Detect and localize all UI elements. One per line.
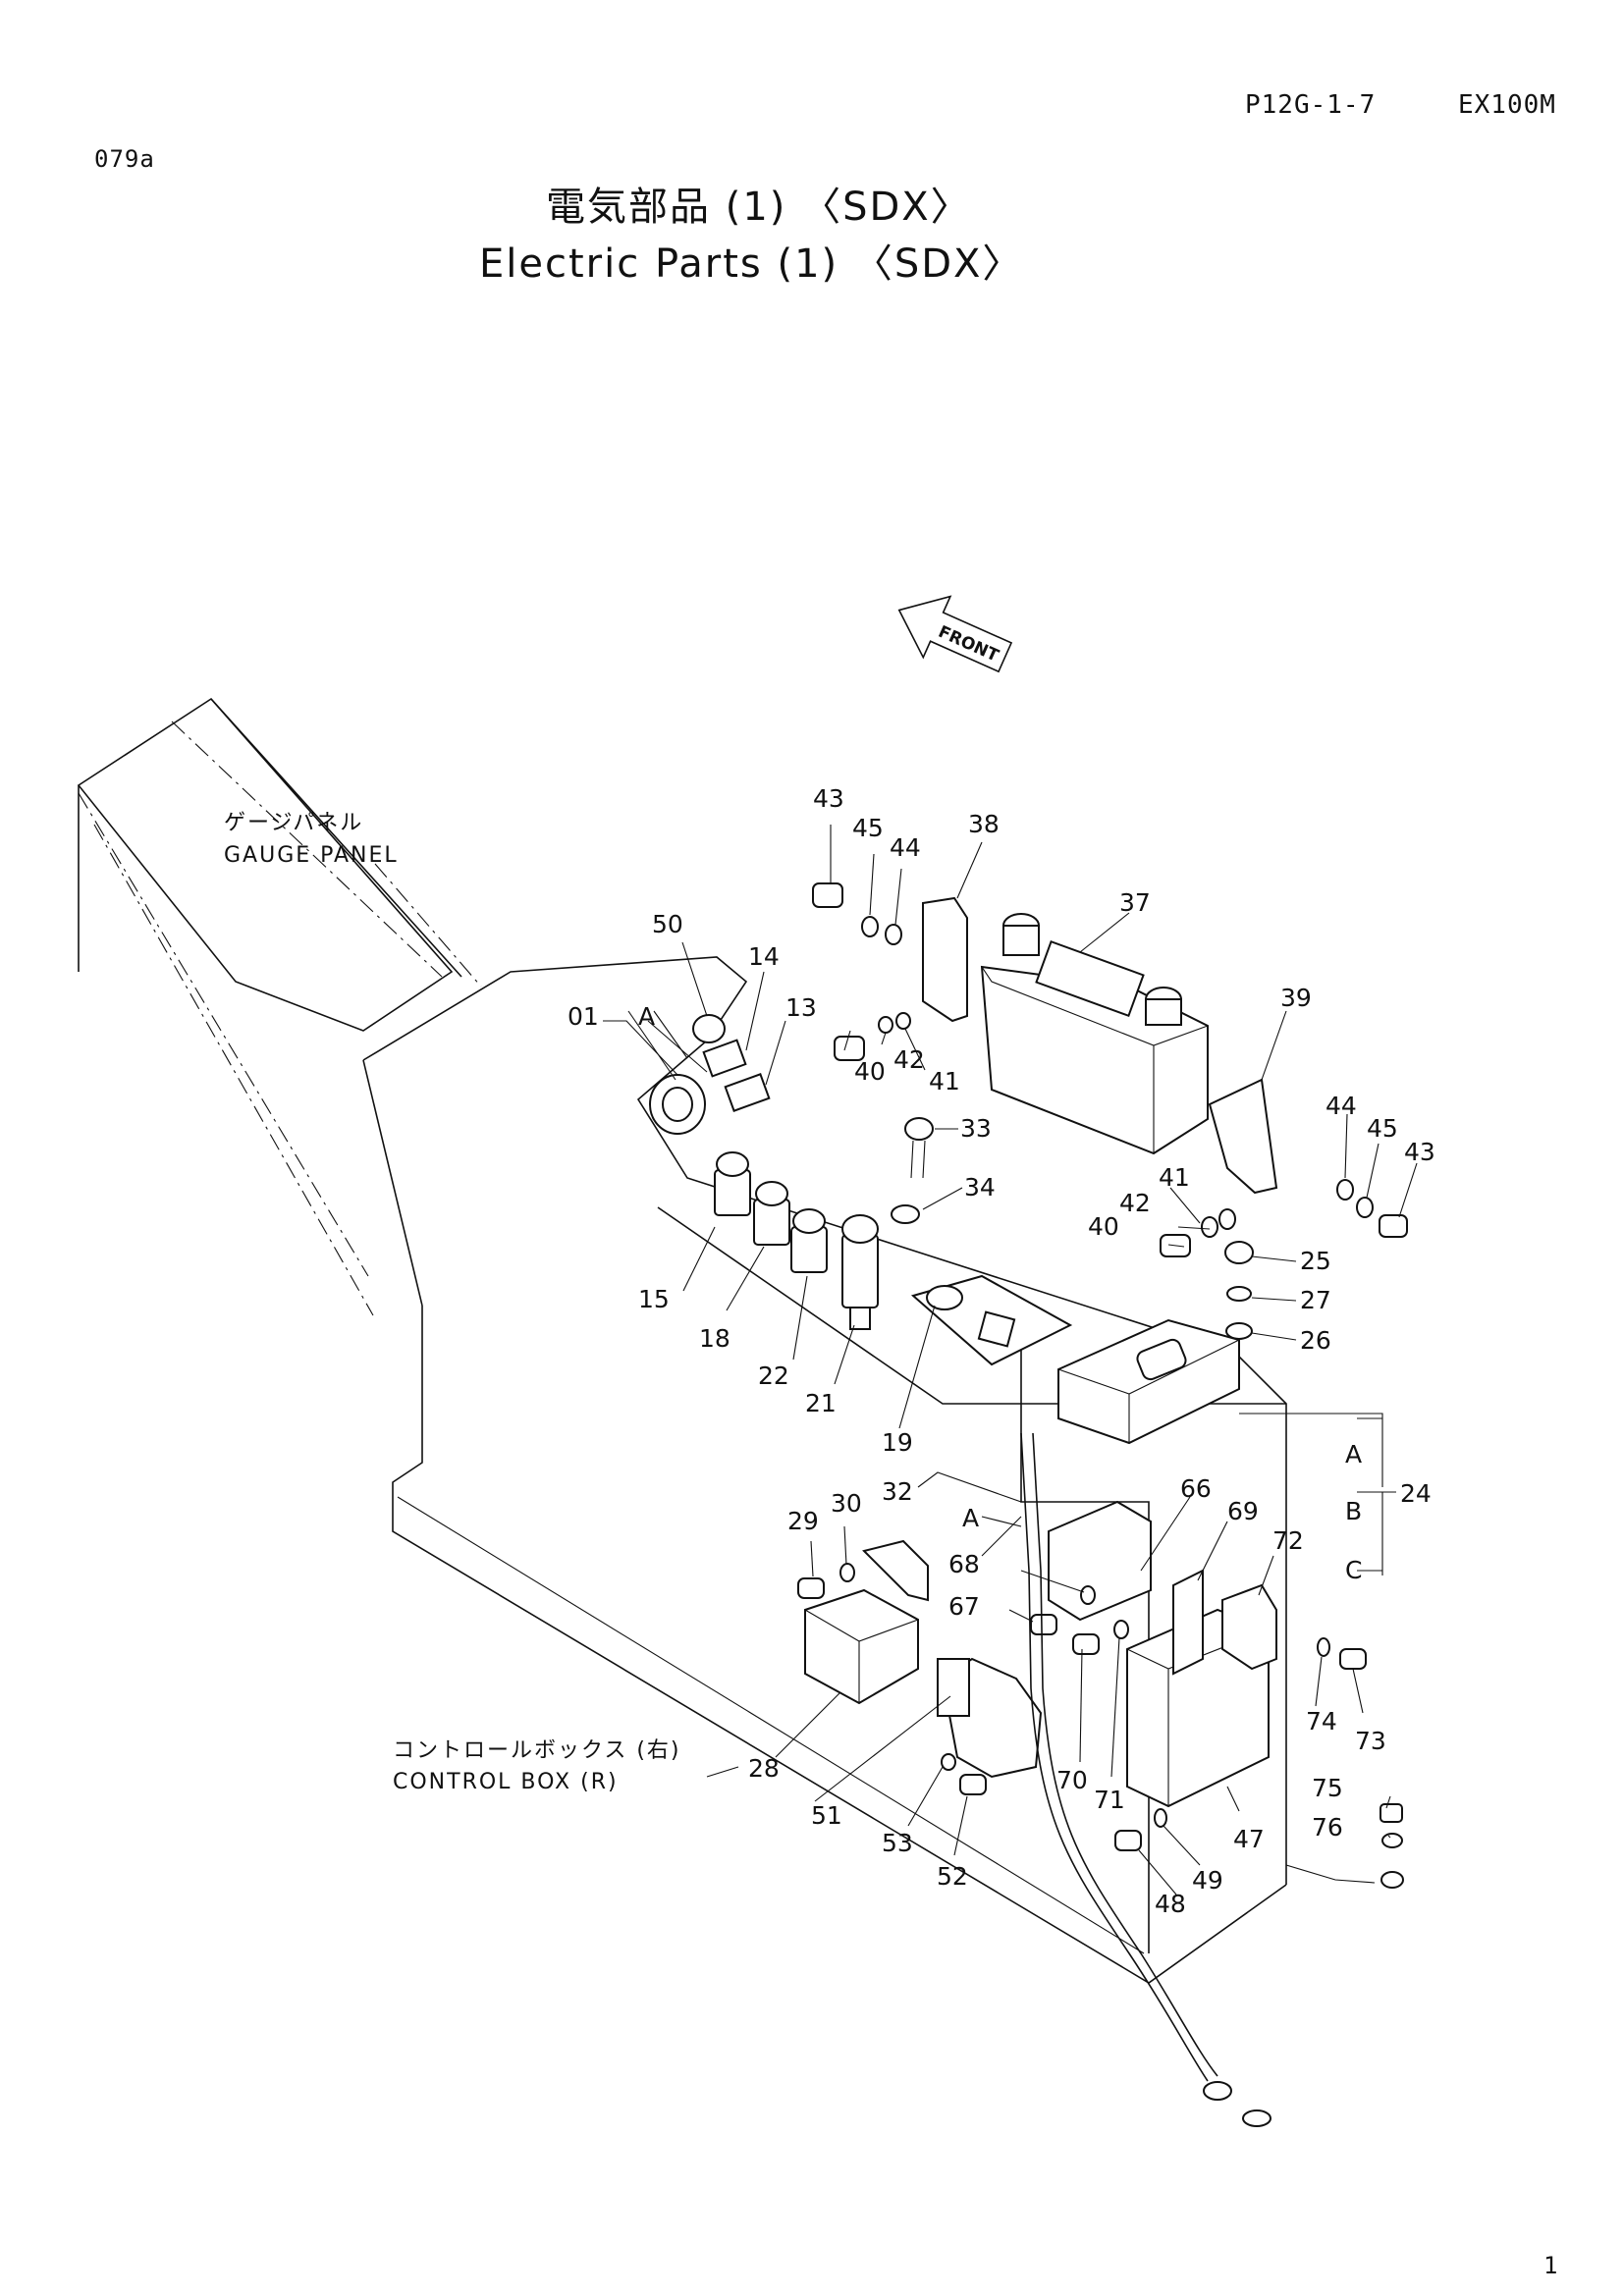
callout-29: 29 bbox=[787, 1507, 819, 1535]
relay-51 bbox=[937, 1657, 1043, 1779]
callout-40a: 40 bbox=[854, 1057, 886, 1086]
callout-74: 74 bbox=[1306, 1707, 1337, 1735]
bracket-38 bbox=[922, 896, 968, 1023]
screw-33 bbox=[891, 1117, 934, 1224]
callout-18: 18 bbox=[699, 1324, 730, 1353]
callout-76: 76 bbox=[1312, 1813, 1343, 1842]
callout-26: 26 bbox=[1300, 1326, 1331, 1355]
callout-68: 68 bbox=[948, 1550, 980, 1578]
callout-71: 71 bbox=[1094, 1786, 1125, 1814]
callout-A1: A bbox=[638, 1002, 655, 1031]
callout-73: 73 bbox=[1355, 1727, 1386, 1755]
gauge-panel-label-en: GAUGE PANEL bbox=[224, 843, 399, 868]
callout-13: 13 bbox=[785, 993, 817, 1022]
callout-45b: 45 bbox=[1367, 1114, 1398, 1143]
callout-41a: 41 bbox=[929, 1067, 960, 1095]
callout-70: 70 bbox=[1056, 1766, 1088, 1794]
callout-19: 19 bbox=[882, 1428, 913, 1457]
mounting-plate bbox=[910, 1274, 1073, 1366]
callout-39: 39 bbox=[1280, 984, 1312, 1012]
callout-37: 37 bbox=[1119, 888, 1151, 917]
callout-A3: A bbox=[1345, 1440, 1362, 1468]
callout-C: C bbox=[1345, 1556, 1362, 1584]
relay-69 bbox=[1172, 1569, 1204, 1676]
callout-32: 32 bbox=[882, 1477, 913, 1506]
bracket-72 bbox=[1221, 1583, 1277, 1671]
callout-30: 30 bbox=[831, 1489, 862, 1518]
callout-24: 24 bbox=[1400, 1479, 1432, 1508]
callout-45a: 45 bbox=[852, 814, 884, 842]
callout-28: 28 bbox=[748, 1754, 780, 1783]
callout-01: 01 bbox=[568, 1002, 599, 1031]
callout-40b: 40 bbox=[1088, 1212, 1119, 1241]
callout-69: 69 bbox=[1227, 1497, 1259, 1525]
callout-66: 66 bbox=[1180, 1474, 1212, 1503]
callout-52: 52 bbox=[937, 1862, 968, 1891]
callout-42a: 42 bbox=[893, 1045, 925, 1074]
callout-44a: 44 bbox=[890, 833, 921, 862]
relay-28 bbox=[804, 1539, 929, 1705]
callout-43a: 43 bbox=[813, 784, 844, 813]
gauge-panel-label-jp: ゲージパネル bbox=[224, 811, 363, 835]
callout-67: 67 bbox=[948, 1592, 980, 1621]
callout-75: 75 bbox=[1312, 1774, 1343, 1802]
callout-14: 14 bbox=[748, 942, 780, 971]
callout-50: 50 bbox=[652, 910, 683, 938]
callout-72: 72 bbox=[1272, 1526, 1304, 1555]
callout-27: 27 bbox=[1300, 1286, 1331, 1314]
ground-cable bbox=[1020, 1432, 1376, 2127]
control-unit-24 bbox=[1057, 1318, 1240, 1445]
callout-44b: 44 bbox=[1325, 1092, 1357, 1120]
bracket-39 bbox=[1208, 1078, 1278, 1195]
callout-34: 34 bbox=[964, 1173, 996, 1201]
fasteners bbox=[812, 882, 1408, 1340]
page-number: 1 bbox=[1543, 2252, 1559, 2279]
gauge-panel-body bbox=[77, 697, 1287, 1984]
callout-49: 49 bbox=[1192, 1866, 1223, 1895]
callout-38: 38 bbox=[968, 810, 1000, 838]
title-japanese: 電気部品 (1) 〈SDX〉 bbox=[546, 185, 972, 230]
callouts: 01 A 50 14 13 43 45 44 38 37 39 40 42 41… bbox=[568, 784, 1435, 1918]
relay-47 bbox=[1126, 1608, 1270, 1808]
callout-48: 48 bbox=[1155, 1890, 1186, 1918]
callout-42b: 42 bbox=[1119, 1189, 1151, 1217]
callout-25: 25 bbox=[1300, 1247, 1331, 1275]
callout-41b: 41 bbox=[1159, 1163, 1190, 1192]
callout-A2: A bbox=[962, 1504, 979, 1532]
callout-53: 53 bbox=[882, 1829, 913, 1857]
front-label: FRONT bbox=[935, 622, 1001, 667]
switch-row bbox=[714, 1151, 879, 1330]
model-name: EX100M bbox=[1458, 90, 1556, 120]
relay-fasteners bbox=[797, 1563, 1404, 1889]
page-code: P12G-1-7 bbox=[1245, 90, 1377, 120]
callout-15: 15 bbox=[638, 1285, 670, 1313]
control-box-label-en: CONTROL BOX (R) bbox=[393, 1770, 619, 1794]
gauge-panel-leader bbox=[374, 863, 482, 988]
callout-47: 47 bbox=[1233, 1825, 1265, 1853]
callout-B: B bbox=[1345, 1497, 1362, 1525]
front-direction-arrow: FRONT bbox=[897, 595, 1013, 673]
figure-id: 079a bbox=[94, 145, 155, 173]
callout-33: 33 bbox=[960, 1114, 992, 1143]
control-box-label-jp: コントロールボックス (右) bbox=[393, 1738, 681, 1763]
key-switch-assembly bbox=[627, 1010, 771, 1135]
leader-lines bbox=[603, 825, 1418, 1896]
callout-21: 21 bbox=[805, 1389, 837, 1417]
relay-66 bbox=[1048, 1500, 1152, 1622]
callout-51: 51 bbox=[811, 1801, 842, 1830]
callout-22: 22 bbox=[758, 1362, 789, 1390]
callout-43b: 43 bbox=[1404, 1138, 1435, 1166]
battery-37 bbox=[980, 913, 1209, 1155]
title-english: Electric Parts (1) 〈SDX〉 bbox=[479, 241, 1024, 287]
